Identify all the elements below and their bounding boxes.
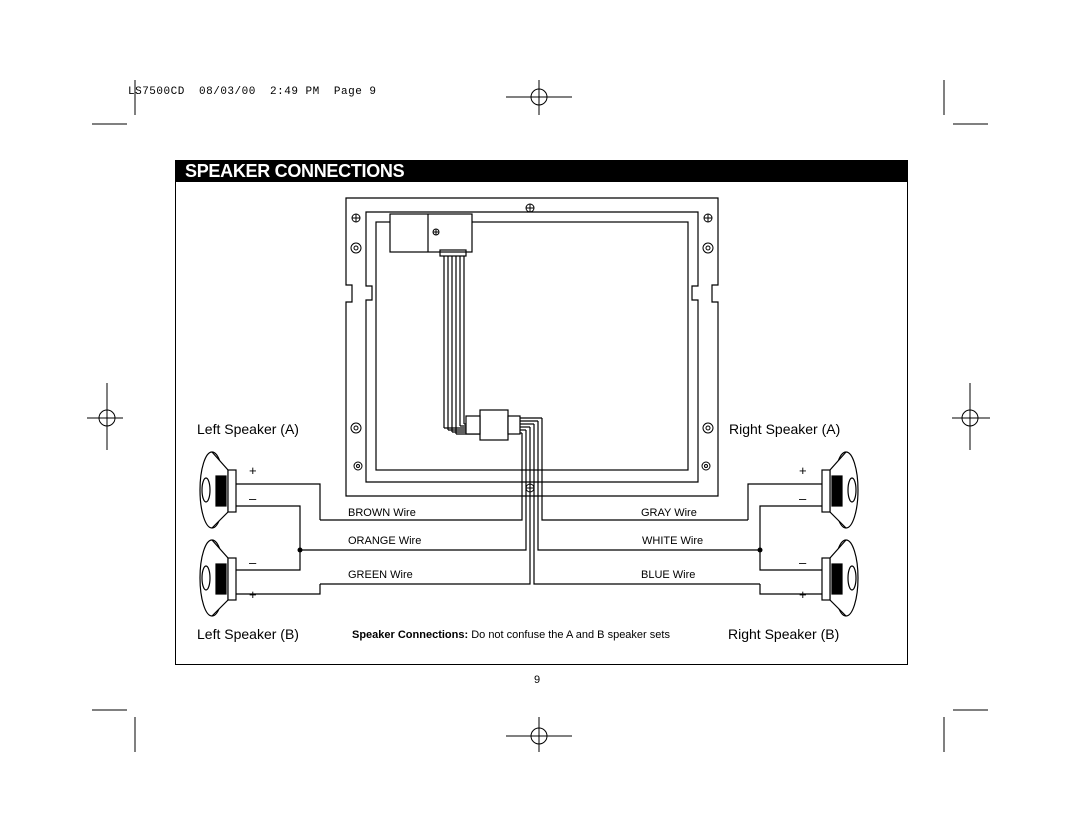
right-b-plus: + bbox=[799, 587, 807, 602]
right-a-plus: + bbox=[799, 463, 807, 478]
right-b-minus: – bbox=[799, 555, 807, 570]
right-speaker-b-label: Right Speaker (B) bbox=[728, 626, 840, 642]
right-speaker-b-icon bbox=[821, 539, 859, 617]
left-speaker-a-icon bbox=[199, 451, 237, 529]
right-speaker-a-icon bbox=[821, 451, 859, 529]
head-unit-outline bbox=[345, 197, 719, 497]
speaker-connections-note: Speaker Connections: Do not confuse the … bbox=[352, 629, 670, 641]
print-header: LS7500CD 08/03/00 2:49 PM Page 9 bbox=[128, 86, 377, 98]
screw-icon bbox=[703, 213, 713, 223]
screw-icon bbox=[525, 483, 535, 493]
screw-icon bbox=[525, 203, 535, 213]
left-speaker-a-label: Left Speaker (A) bbox=[197, 421, 299, 437]
orange-wire-label: ORANGE Wire bbox=[348, 535, 422, 547]
screw-icon bbox=[353, 461, 363, 471]
brown-wire-label: BROWN Wire bbox=[348, 507, 416, 519]
right-a-minus: – bbox=[799, 491, 807, 506]
screw-icon bbox=[702, 242, 714, 254]
left-b-minus: – bbox=[249, 555, 257, 570]
page-number: 9 bbox=[534, 674, 541, 686]
blue-wire-label: BLUE Wire bbox=[641, 569, 696, 581]
top-connector bbox=[389, 213, 473, 253]
left-speaker-b-label: Left Speaker (B) bbox=[197, 626, 299, 642]
white-wire-label: WHITE Wire bbox=[642, 535, 704, 547]
screw-icon bbox=[701, 461, 711, 471]
screw-icon bbox=[351, 213, 361, 223]
note-heading: Speaker Connections: bbox=[352, 629, 469, 641]
section-title: SPEAKER CONNECTIONS bbox=[185, 161, 405, 181]
screw-icon bbox=[432, 228, 440, 236]
screw-icon bbox=[702, 422, 714, 434]
gray-wire-label: GRAY Wire bbox=[641, 507, 697, 519]
section-title-bar: SPEAKER CONNECTIONS bbox=[175, 160, 908, 181]
inline-connector bbox=[479, 409, 509, 441]
left-a-minus: – bbox=[249, 491, 257, 506]
right-speaker-a-label: Right Speaker (A) bbox=[729, 421, 841, 437]
note-text: Do not confuse the A and B speaker sets bbox=[468, 629, 670, 641]
screw-icon bbox=[350, 242, 362, 254]
left-speaker-b-icon bbox=[199, 539, 237, 617]
left-b-plus: + bbox=[249, 587, 257, 602]
diagram-frame bbox=[175, 181, 908, 665]
green-wire-label: GREEN Wire bbox=[348, 569, 413, 581]
screw-icon bbox=[350, 422, 362, 434]
left-a-plus: + bbox=[249, 463, 257, 478]
